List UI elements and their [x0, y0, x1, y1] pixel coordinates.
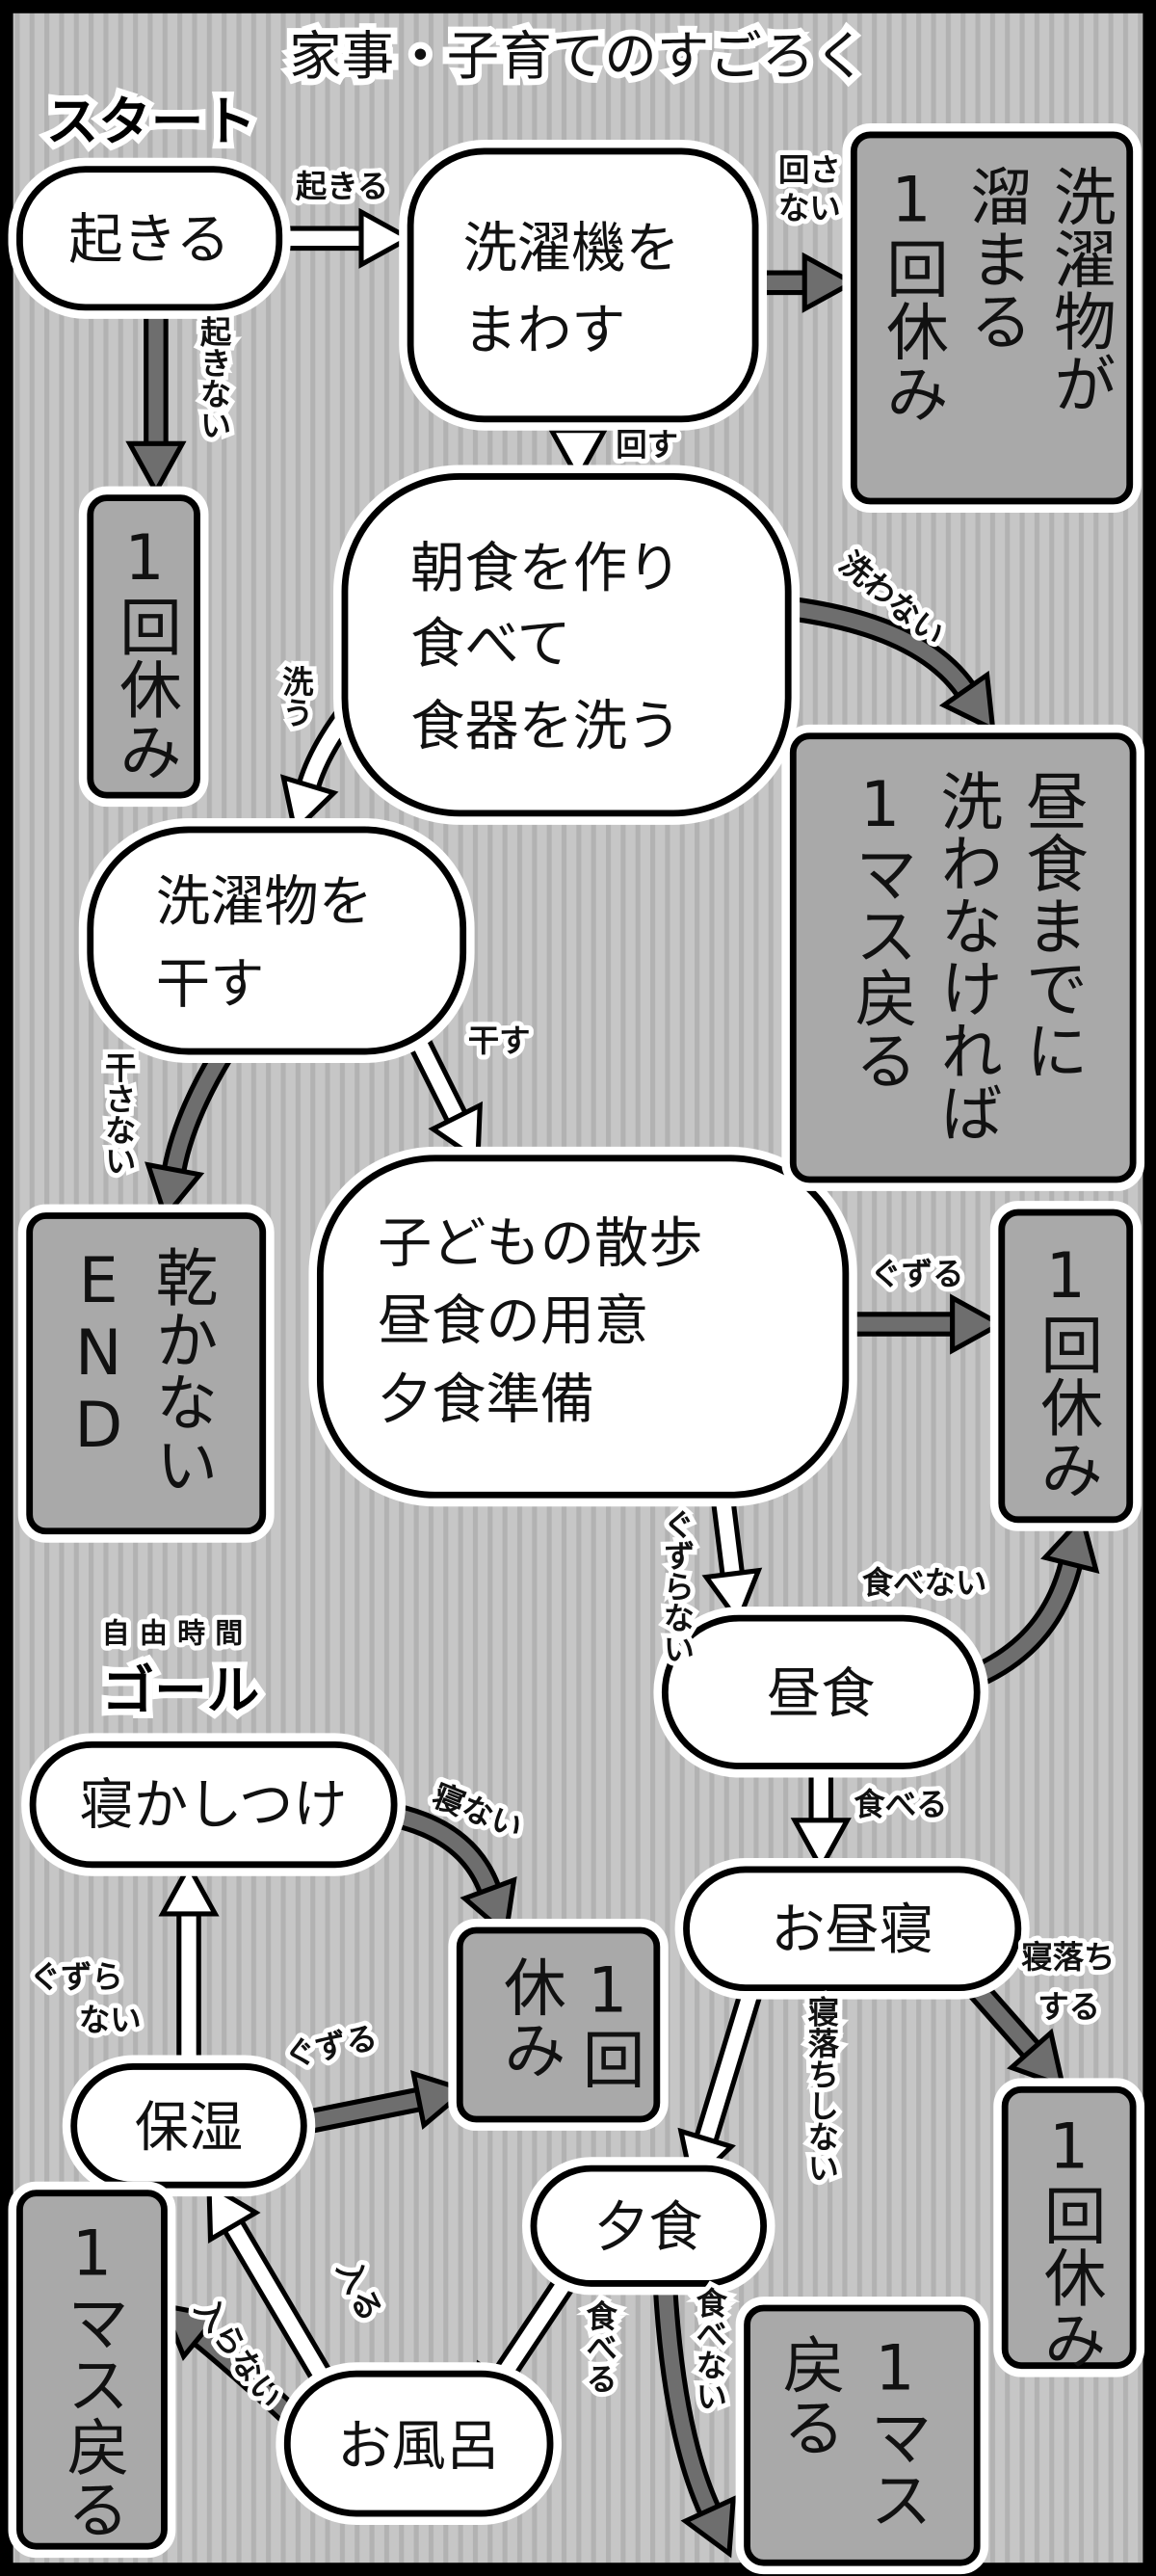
box-laundry-pile[interactable]: 洗濯物が 溜まる 1回休み — [842, 122, 1142, 513]
label-hang-yes: 干す — [468, 1022, 531, 1059]
arrow-lunch-to-rest — [974, 1512, 1100, 1683]
node-label: お風呂 — [337, 2415, 500, 2478]
label-wake-yes: 起きる — [296, 169, 388, 205]
label-nap-nosleep: 寝落ちしない — [802, 1996, 839, 2184]
arrow-dinner-to-back — [657, 2283, 737, 2559]
node-label: 夕食 — [594, 2196, 703, 2259]
label-wash-yes: 回す — [616, 426, 678, 463]
box-rest-fuss[interactable]: 1回休み — [989, 1201, 1142, 1531]
label-fuss: ぐずる — [870, 1256, 963, 1292]
label-hang-no: 干さない — [100, 1051, 137, 1177]
node-label: 食べて — [410, 613, 571, 676]
node-label: お昼寝 — [771, 1899, 933, 1962]
arrow-childcare-to-lunch — [701, 1494, 763, 1627]
node-wake[interactable]: 起きる — [8, 157, 291, 319]
box-text: END — [63, 1245, 135, 1462]
label-dishes-yes: 洗う — [277, 665, 314, 728]
node-dinner[interactable]: 夕食 — [522, 2157, 775, 2296]
node-label: まわす — [463, 300, 626, 362]
page-title: 家事・子育てのすごろく — [289, 25, 867, 87]
label-nap-sleep: 寝落ち — [1021, 1939, 1115, 1976]
goal-label: ゴール — [102, 1660, 260, 1721]
box-dishes-back[interactable]: 昼食までに 洗わなければ 1マス戻る — [781, 724, 1145, 1191]
arrow-nap-to-dinner — [677, 1985, 760, 2190]
box-text: 1回休み — [1033, 2111, 1105, 2370]
box-text: 乾かない — [144, 1245, 217, 1495]
label-moist-nofuss: ない — [79, 2002, 142, 2038]
box-text: 溜まる — [959, 165, 1031, 352]
node-washer[interactable]: 洗濯機を まわす — [399, 140, 768, 431]
node-label: 昼食 — [767, 1662, 876, 1725]
node-label: 朝食を作り — [410, 538, 681, 600]
box-bath-back[interactable]: 1マス戻る — [8, 2181, 176, 2559]
label-dinner-yes: 食べる — [581, 2299, 617, 2394]
arrow-hang-to-end — [144, 1050, 228, 1222]
box-text: 洗濯物が — [1042, 165, 1115, 414]
node-label: 起きる — [68, 209, 230, 272]
node-bath[interactable]: お風呂 — [276, 2362, 562, 2526]
arrow-dinner-to-bath — [471, 2275, 573, 2423]
node-label: 夕食準備 — [378, 1368, 594, 1431]
node-label: 食器を洗う — [410, 695, 681, 757]
node-hang-laundry[interactable]: 洗濯物を 干す — [78, 818, 475, 1063]
node-label: 干す — [156, 953, 265, 1016]
label-lunch-no: 食べない — [862, 1565, 987, 1602]
box-rest-nap[interactable]: 1回休み — [993, 2078, 1145, 2377]
node-label: 寝かしつけ — [80, 1774, 348, 1837]
label-wake-no: 起きない — [196, 315, 232, 440]
node-breakfast[interactable]: 朝食を作り 食べて 食器を洗う — [333, 465, 801, 825]
box-text: 1マス戻る — [56, 2217, 128, 2539]
box-text: 洗わなければ — [930, 769, 1002, 1144]
box-text: 1マス戻る — [844, 769, 916, 1091]
arrow-breakfast-to-dishes — [783, 600, 996, 733]
label-moist-nofuss: ぐずら — [30, 1959, 123, 1996]
label-wash-no: ない — [778, 190, 841, 226]
box-rest-wake[interactable]: 1回休み — [78, 486, 209, 808]
node-bedtime[interactable]: 寝かしつけ — [21, 1733, 407, 1876]
node-label: 洗濯機を — [463, 217, 680, 279]
node-moisturize[interactable]: 保湿 — [62, 2055, 316, 2197]
box-dinner-back[interactable]: 1マス 戻る — [735, 2297, 989, 2575]
node-label: 昼食の用意 — [378, 1289, 648, 1352]
start-label: スタート — [46, 91, 256, 152]
box-text: 昼食までに — [1014, 769, 1087, 1081]
label-lunch-yes: 食べる — [854, 1787, 947, 1823]
node-label: 洗濯物を — [156, 871, 373, 934]
box-rest-moisturize[interactable]: 1回 休み — [448, 1919, 669, 2131]
box-text: 1回 — [571, 1955, 644, 2090]
box-text: 1回休み — [876, 165, 948, 424]
node-label: 子どもの散歩 — [378, 1212, 703, 1275]
goal-note: 自由時間 — [102, 1617, 253, 1650]
box-dry-end[interactable]: 乾かない END — [17, 1204, 275, 1543]
label-nap-sleep: する — [1038, 1988, 1100, 2025]
box-text: 1マス — [858, 2333, 931, 2531]
arrow-bedtime-to-rest — [392, 1808, 517, 1939]
node-nap[interactable]: お昼寝 — [674, 1857, 1030, 2000]
box-text: 休み — [492, 1955, 565, 2081]
node-label: 保湿 — [135, 2096, 244, 2159]
label-dinner-no: 食べない — [691, 2286, 727, 2411]
box-text: 1回休み — [1030, 1240, 1102, 1500]
box-text: 戻る — [772, 2333, 844, 2458]
label-no-fuss: ぐずらない — [658, 1508, 695, 1664]
label-wash-no: 回さ — [778, 152, 841, 189]
node-lunch[interactable]: 昼食 — [653, 1607, 989, 1778]
arrow-moisturize-to-rest — [302, 2070, 471, 2131]
node-childcare[interactable]: 子どもの散歩 昼食の用意 夕食準備 — [308, 1146, 857, 1507]
box-text: 1回休み — [109, 522, 181, 782]
